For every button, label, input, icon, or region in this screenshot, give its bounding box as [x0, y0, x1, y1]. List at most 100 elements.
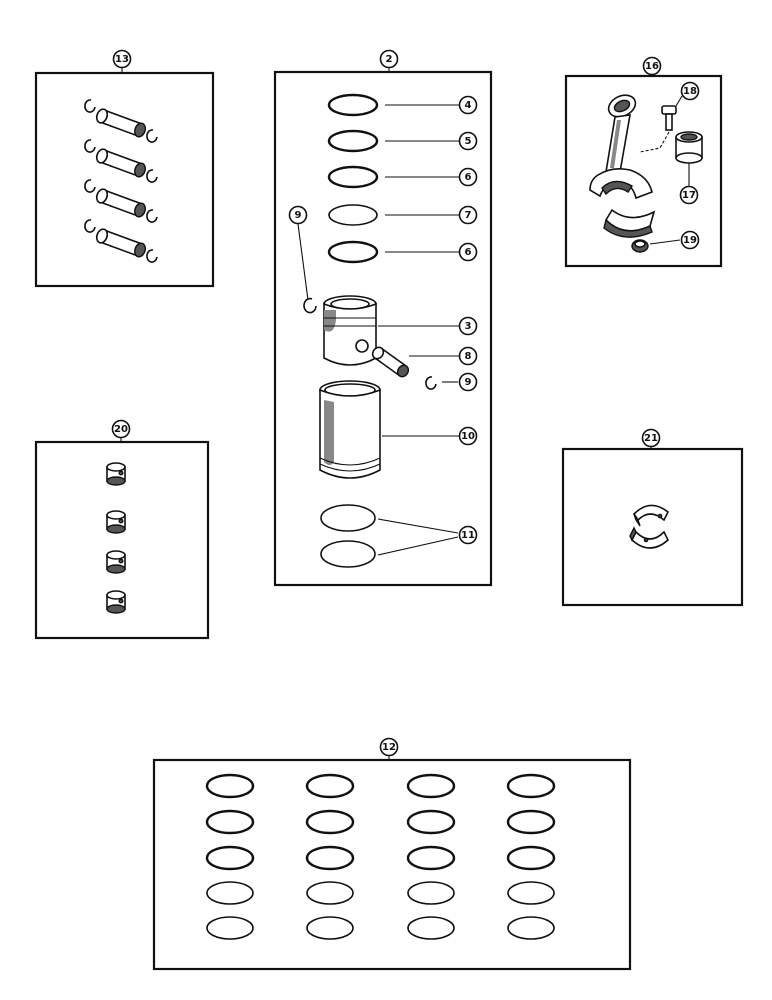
callout-4[interactable]: 4	[458, 95, 478, 115]
piston-pin-icon[interactable]	[95, 228, 147, 259]
snap-ring-icon[interactable]	[84, 99, 96, 113]
piston-ring-7[interactable]	[328, 204, 378, 226]
panel-12: 12	[152, 737, 632, 971]
snap-ring-icon[interactable]	[303, 297, 317, 314]
piston-ring-icon[interactable]	[205, 845, 255, 871]
panel-16-border	[564, 74, 723, 268]
rod-bolt[interactable]	[661, 105, 677, 131]
callout-11[interactable]: 11	[458, 525, 478, 545]
piston-ring-icon[interactable]	[205, 809, 255, 835]
bushing-icon[interactable]	[106, 510, 126, 534]
callout-11-label: 11	[461, 530, 475, 541]
piston-pin-icon[interactable]	[95, 148, 147, 179]
snap-ring-icon[interactable]	[146, 129, 158, 143]
bushing-icon[interactable]	[675, 131, 703, 164]
snap-ring-icon[interactable]	[146, 169, 158, 183]
callout-9b[interactable]: 9	[458, 372, 478, 392]
callout-18[interactable]: 18	[680, 81, 700, 101]
callout-12[interactable]: 12	[379, 737, 399, 757]
rod-nut[interactable]	[631, 239, 649, 253]
callout-5[interactable]: 5	[458, 131, 478, 151]
callout-2-label: 2	[386, 54, 393, 65]
snap-ring-icon[interactable]	[146, 209, 158, 223]
bushing-set	[106, 462, 126, 614]
piston-ring-icon[interactable]	[407, 881, 455, 905]
bearing-shell-icon[interactable]	[629, 504, 670, 549]
connecting-rod[interactable]	[589, 91, 653, 200]
piston-ring-icon[interactable]	[506, 845, 556, 871]
piston-pin-icon[interactable]	[95, 188, 147, 219]
piston-ring-icon[interactable]	[407, 916, 455, 940]
cylinder-liner[interactable]	[319, 380, 381, 479]
callout-19[interactable]: 19	[680, 230, 700, 250]
piston-ring-icon[interactable]	[506, 773, 556, 799]
bushing-icon[interactable]	[106, 550, 126, 574]
callout-6a[interactable]: 6	[458, 167, 478, 187]
piston-ring-6b[interactable]	[327, 240, 379, 264]
callout-21-label: 21	[644, 433, 658, 444]
piston-ring-icon[interactable]	[206, 916, 254, 940]
piston-ring-icon[interactable]	[305, 845, 355, 871]
piston-ring-icon[interactable]	[406, 845, 456, 871]
callout-18-label: 18	[683, 86, 697, 97]
bushing-icon[interactable]	[106, 462, 126, 486]
snap-ring-icon[interactable]	[84, 179, 96, 193]
panel-2-border	[273, 70, 493, 587]
bushing-icon[interactable]	[106, 590, 126, 614]
panel-21-border	[561, 447, 744, 607]
callout-3-label: 3	[465, 321, 472, 332]
piston-ring-icon[interactable]	[507, 881, 555, 905]
callout-10-label: 10	[461, 431, 475, 442]
callout-7-label: 7	[465, 210, 472, 221]
piston-ring-icon[interactable]	[406, 773, 456, 799]
seal-ring-11b[interactable]	[320, 540, 376, 568]
callout-16[interactable]: 16	[642, 56, 662, 76]
callout-13[interactable]: 13	[112, 49, 132, 69]
callout-9b-label: 9	[465, 377, 472, 388]
piston-ring-icon[interactable]	[506, 809, 556, 835]
callout-9a[interactable]: 9	[288, 205, 308, 225]
snap-ring-icon[interactable]	[146, 249, 158, 263]
callout-12-label: 12	[382, 742, 396, 753]
panel-2: 2 4 5 6 7 6	[273, 49, 493, 587]
piston-ring-4[interactable]	[327, 93, 379, 117]
piston-ring-icon[interactable]	[406, 809, 456, 835]
callout-17-label: 17	[682, 190, 696, 201]
callout-16-label: 16	[645, 61, 659, 72]
piston-ring-icon[interactable]	[507, 916, 555, 940]
piston-pin-icon[interactable]	[370, 345, 410, 379]
piston-ring-icon[interactable]	[306, 916, 354, 940]
piston-ring-icon[interactable]	[305, 809, 355, 835]
piston-pin-icon[interactable]	[95, 108, 147, 139]
callout-17[interactable]: 17	[679, 185, 699, 205]
callout-20-label: 20	[114, 424, 128, 435]
ring-grid	[205, 773, 556, 940]
piston-ring-icon[interactable]	[205, 773, 255, 799]
callout-2[interactable]: 2	[379, 49, 399, 69]
callout-10[interactable]: 10	[458, 426, 478, 446]
piston-ring-6a[interactable]	[327, 165, 379, 189]
callout-3[interactable]: 3	[458, 316, 478, 336]
piston-ring-icon[interactable]	[206, 881, 254, 905]
snap-ring-icon[interactable]	[84, 219, 96, 233]
callout-21[interactable]: 21	[641, 428, 661, 448]
callout-20[interactable]: 20	[111, 419, 131, 439]
bearing-cap[interactable]	[603, 208, 656, 238]
callout-4-label: 4	[465, 100, 472, 111]
callout-6b[interactable]: 6	[458, 242, 478, 262]
piston[interactable]	[323, 295, 377, 366]
callout-9a-label: 9	[295, 210, 302, 221]
callout-19-label: 19	[683, 235, 697, 246]
piston-ring-icon[interactable]	[306, 881, 354, 905]
snap-ring-icon[interactable]	[84, 139, 96, 153]
callout-8[interactable]: 8	[458, 346, 478, 366]
piston-ring-icon[interactable]	[305, 773, 355, 799]
callout-6b-label: 6	[465, 247, 472, 258]
piston-pin-set	[84, 99, 158, 263]
piston-ring-5[interactable]	[327, 129, 379, 153]
panel-13-border	[34, 71, 215, 288]
snap-ring-lower[interactable]	[425, 376, 437, 390]
seal-ring-11a[interactable]	[320, 504, 376, 532]
callout-6a-label: 6	[465, 172, 472, 183]
callout-7[interactable]: 7	[458, 205, 478, 225]
